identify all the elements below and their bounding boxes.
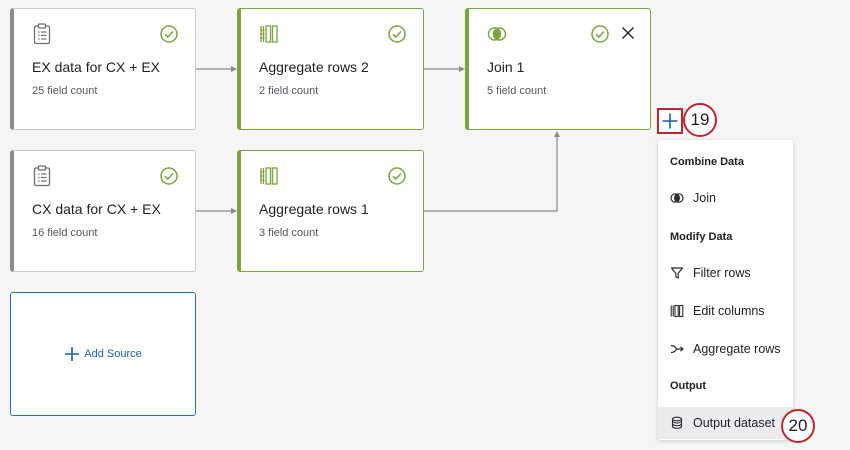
clipboard-icon [33, 23, 51, 45]
callout-badge-19: 19 [683, 103, 717, 137]
check-circle-icon [591, 25, 609, 43]
node-title: Aggregate rows 1 [259, 201, 369, 217]
node-field-count: 25 field count [32, 85, 98, 97]
add-source-button[interactable]: Add Source [10, 292, 196, 416]
menu-section-modify-data: Modify Data [670, 231, 733, 243]
menu-item-edit-columns[interactable]: Edit columns [658, 295, 793, 327]
check-circle-icon [160, 167, 178, 185]
node-title: Aggregate rows 2 [259, 59, 369, 75]
menu-item-label: Edit columns [693, 304, 765, 318]
plus-icon [662, 113, 678, 129]
columns-icon [260, 167, 278, 185]
menu-section-output: Output [670, 380, 707, 392]
node-join-1[interactable]: Join 1 5 field count [465, 8, 651, 130]
menu-item-label: Output dataset [693, 416, 776, 430]
callout-badge-20: 20 [781, 409, 815, 443]
menu-section-combine-data: Combine Data [670, 156, 744, 168]
node-title: Join 1 [487, 59, 525, 75]
menu-item-label: Filter rows [693, 266, 751, 280]
check-circle-icon [388, 25, 406, 43]
join-icon [487, 27, 507, 41]
menu-item-join[interactable]: Join [658, 182, 793, 214]
columns-icon [670, 304, 684, 318]
database-icon [671, 416, 683, 430]
plus-icon [65, 347, 80, 361]
node-title: CX data for CX + EX [32, 201, 161, 217]
aggregate-arrow-icon [670, 344, 684, 354]
node-aggregate-rows-2[interactable]: Aggregate rows 2 2 field count [237, 8, 424, 130]
node-title: EX data for CX + EX [32, 59, 161, 75]
check-circle-icon [160, 25, 178, 43]
close-icon[interactable] [620, 25, 636, 41]
menu-item-filter-rows[interactable]: Filter rows [658, 257, 793, 289]
clipboard-icon [33, 165, 51, 187]
connector-agg1-to-join [424, 136, 558, 212]
menu-item-output-dataset[interactable]: Output dataset [658, 407, 793, 439]
node-cx-source[interactable]: CX data for CX + EX 16 field count [10, 150, 196, 272]
add-source-label: Add Source [84, 348, 142, 360]
menu-item-aggregate-rows[interactable]: Aggregate rows [658, 333, 793, 365]
node-field-count: 5 field count [487, 85, 547, 97]
node-ex-source[interactable]: EX data for CX + EX 25 field count [10, 8, 196, 130]
join-icon [670, 193, 684, 203]
menu-item-label: Aggregate rows [693, 342, 781, 356]
add-step-button[interactable] [657, 108, 683, 134]
columns-icon [260, 25, 278, 43]
node-field-count: 3 field count [259, 227, 319, 239]
filter-icon [670, 267, 684, 279]
check-circle-icon [388, 167, 406, 185]
node-field-count: 2 field count [259, 85, 319, 97]
node-aggregate-rows-1[interactable]: Aggregate rows 1 3 field count [237, 150, 424, 272]
menu-item-label: Join [693, 191, 716, 205]
node-field-count: 16 field count [32, 227, 98, 239]
add-step-menu: Combine Data Join Modify Data Filter row… [658, 140, 793, 440]
